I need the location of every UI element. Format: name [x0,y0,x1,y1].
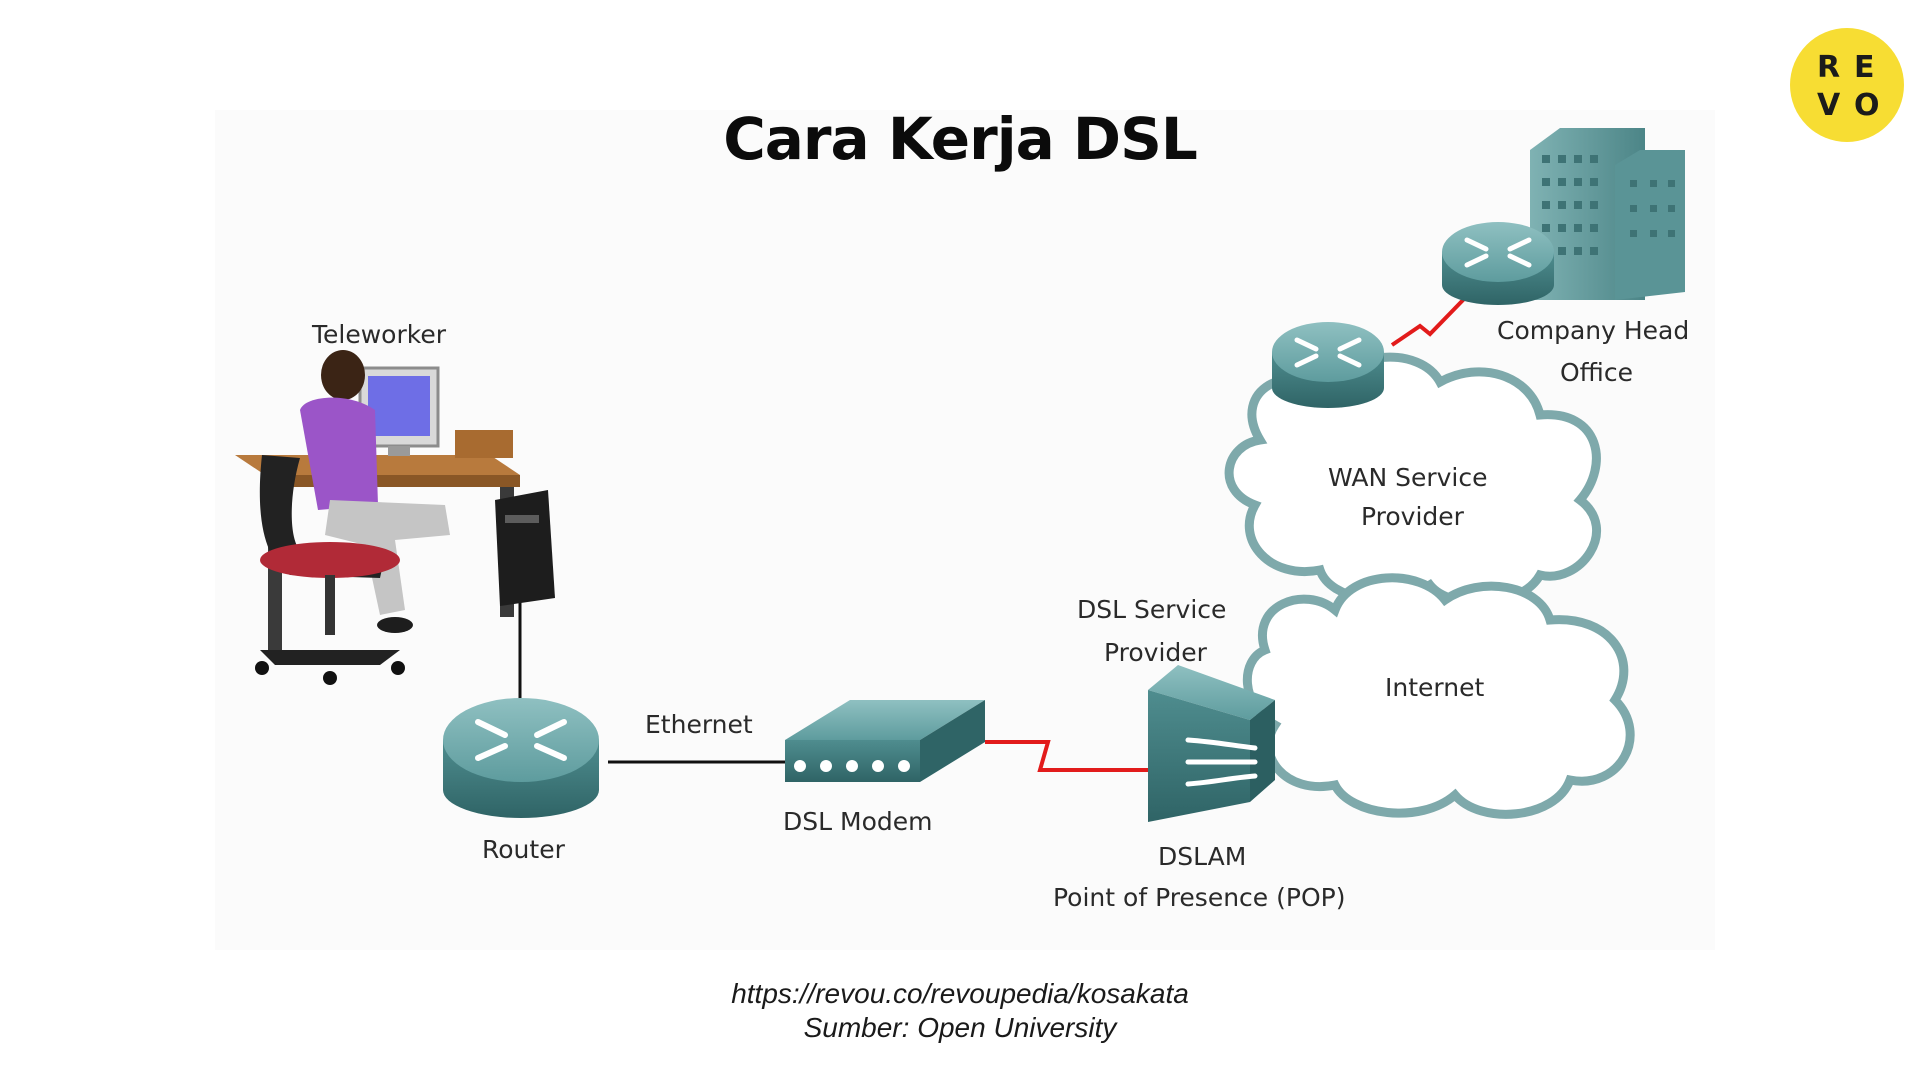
dsl-line [985,740,1150,772]
page-title: Cara Kerja DSL [723,105,1198,173]
internet-cloud [1242,573,1635,819]
label-internet: Internet [1385,673,1485,702]
label-wan-1: WAN Service [1328,463,1488,492]
label-company-1: Company Head [1497,316,1690,345]
caption-source: Sumber: Open University [803,1012,1117,1043]
label-teleworker: Teleworker [312,320,446,349]
label-ethernet: Ethernet [645,710,753,739]
label-dsl-service-provider-1: DSL Service [1077,595,1227,624]
wan-router-device [1272,322,1384,408]
company-router-device [1442,222,1554,305]
label-pop: Point of Presence (POP) [1053,883,1346,912]
label-dsl-service-provider-2: Provider [1104,638,1207,667]
label-company-2: Office [1560,358,1633,387]
label-router: Router [482,835,565,864]
label-dsl-modem: DSL Modem [783,807,933,836]
router-device [443,698,599,818]
teleworker-illustration [235,350,555,685]
dsl-modem-device [785,700,985,782]
caption-url: https://revou.co/revoupedia/kosakata [731,978,1189,1009]
wan-link [1390,296,1467,347]
dslam-device [1148,665,1275,822]
company-building [1530,128,1685,300]
revou-logo: R E V O [1790,28,1904,142]
label-wan-2: Provider [1361,502,1464,531]
label-dslam: DSLAM [1158,842,1247,871]
